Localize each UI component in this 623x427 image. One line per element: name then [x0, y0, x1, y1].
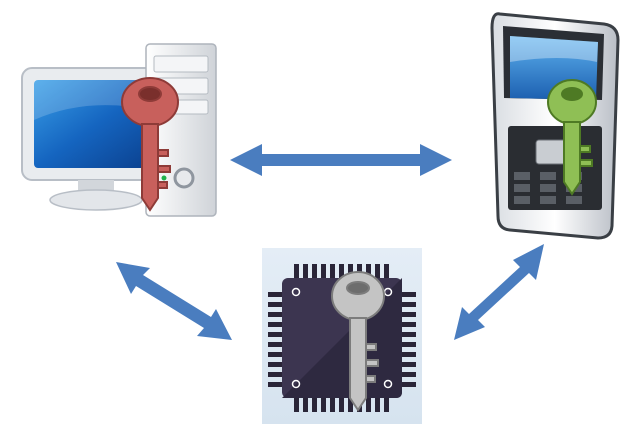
gray-key-icon	[331, 271, 385, 412]
arrow-computer-phone	[230, 144, 452, 176]
arrow-computer-chip	[116, 262, 232, 340]
arrow-phone-chip	[454, 244, 544, 340]
arrows-group	[116, 144, 544, 340]
node-phone	[490, 12, 620, 240]
node-chip	[262, 248, 422, 424]
mobile-phone-icon	[490, 12, 620, 240]
green-key-icon	[547, 79, 597, 196]
node-computer	[21, 43, 217, 217]
desktop-computer-icon	[21, 43, 217, 217]
red-key-icon	[121, 77, 179, 212]
